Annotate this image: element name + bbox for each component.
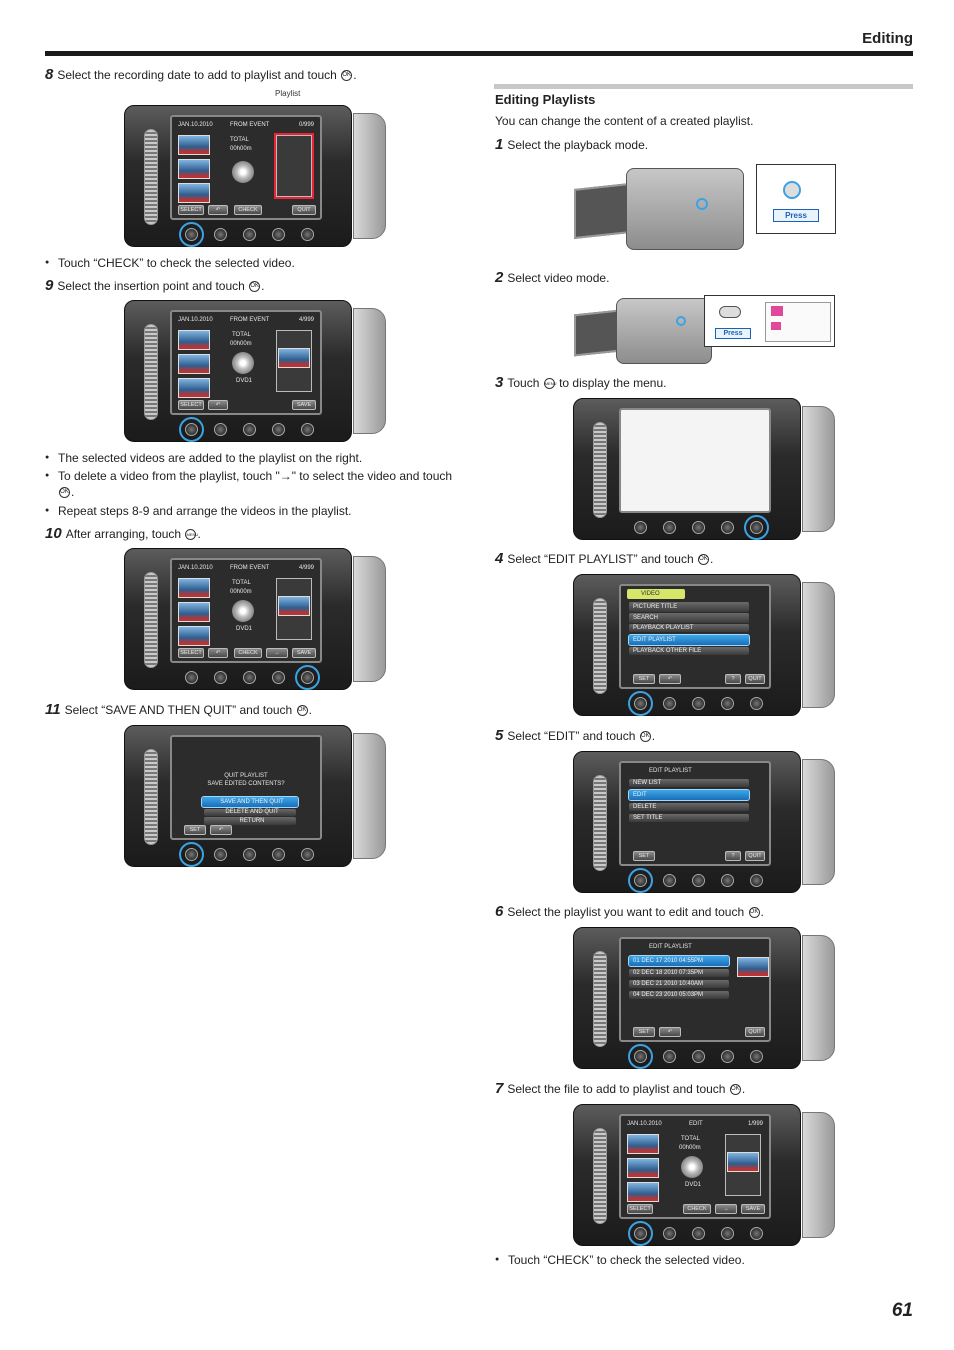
header-rule xyxy=(45,51,913,56)
video-mode-icon xyxy=(771,306,783,316)
callout-box: Press xyxy=(756,164,836,234)
check-button[interactable]: CHECK xyxy=(234,648,262,658)
select-button[interactable]: SELECT xyxy=(178,648,204,658)
camera-screen-step4: VIDEO PICTURE TITLE SEARCH PLAYBACK PLAY… xyxy=(573,574,835,716)
save-button[interactable]: SAVE xyxy=(292,400,316,410)
move-button[interactable]: → xyxy=(266,648,288,658)
section-heading: Editing Playlists xyxy=(495,92,596,107)
help-button[interactable]: ? xyxy=(725,674,741,684)
ok-icon: OK xyxy=(341,70,353,82)
save-button[interactable]: SAVE xyxy=(292,648,316,658)
ok-icon: OK xyxy=(698,554,709,566)
playlist-panel xyxy=(274,133,314,199)
menu-icon: MENU xyxy=(185,529,198,541)
save-button[interactable]: SAVE xyxy=(741,1204,765,1214)
set-button[interactable]: SET xyxy=(184,825,206,835)
select-button[interactable]: SELECT xyxy=(627,1204,653,1214)
playlist-item[interactable]: 04 DEC 23 2010 05:03PM xyxy=(629,991,729,999)
step9-bullet-1: The selected videos are added to the pla… xyxy=(45,450,458,466)
ok-icon: OK xyxy=(729,1084,741,1096)
video-mode-icon xyxy=(771,322,781,330)
menu-item[interactable]: SET TITLE xyxy=(629,814,749,822)
camera-screen-step11: QUIT PLAYLIST SAVE EDITED CONTENTS? SAVE… xyxy=(124,725,386,867)
step7-bullet: Touch “CHECK” to check the selected vide… xyxy=(495,1252,908,1268)
playlist-item[interactable]: 03 DEC 21 2010 10:40AM xyxy=(629,980,729,988)
check-button[interactable]: CHECK xyxy=(234,205,262,215)
camcorder-illustration-1: Press xyxy=(572,158,836,260)
menu-item[interactable]: PLAYBACK PLAYLIST xyxy=(629,624,749,632)
page-number: 61 xyxy=(891,1300,913,1321)
back-button[interactable]: ↶ xyxy=(208,205,228,215)
menu-item[interactable]: PLAYBACK OTHER FILE xyxy=(629,647,749,655)
move-button[interactable]: → xyxy=(715,1204,737,1214)
quit-button[interactable]: QUIT xyxy=(745,1027,765,1037)
quit-button[interactable]: QUIT xyxy=(745,674,765,684)
callout-box: Press xyxy=(704,295,835,347)
ok-icon: OK xyxy=(249,281,261,293)
set-button[interactable]: SET xyxy=(633,674,655,684)
set-button[interactable]: SET xyxy=(633,1027,655,1037)
edit-item[interactable]: EDIT xyxy=(628,789,750,801)
section-title: Editing xyxy=(862,30,913,47)
set-button[interactable]: SET xyxy=(633,851,655,861)
back-button[interactable]: ↶ xyxy=(210,825,232,835)
menu-item[interactable]: SEARCH xyxy=(629,613,749,623)
video-tab[interactable]: VIDEO xyxy=(627,589,685,599)
camera-screen-step3 xyxy=(573,398,835,540)
save-and-quit-option[interactable]: SAVE AND THEN QUIT xyxy=(201,796,299,808)
ok-icon: OK xyxy=(296,705,308,717)
ok-icon: OK xyxy=(748,907,760,919)
playlist-callout: Playlist xyxy=(275,89,301,98)
back-button[interactable]: ↶ xyxy=(208,648,228,658)
select-button[interactable]: SELECT xyxy=(178,400,204,410)
back-button[interactable]: ↶ xyxy=(659,1027,681,1037)
ok-icon: OK xyxy=(639,731,651,743)
ok-icon: OK xyxy=(59,487,70,499)
quit-button[interactable]: QUIT xyxy=(745,851,765,861)
menu-item[interactable]: DELETE xyxy=(629,803,749,811)
back-button[interactable]: ↶ xyxy=(208,400,228,410)
playback-icon xyxy=(783,181,801,199)
menu-item[interactable]: NEW LIST xyxy=(629,779,749,787)
menu-icon: MENU xyxy=(543,378,557,390)
section-rule xyxy=(494,84,913,89)
section-description: You can change the content of a created … xyxy=(495,114,754,128)
press-label: Press xyxy=(773,209,819,222)
menu-item[interactable]: PICTURE TITLE xyxy=(629,602,749,612)
help-button[interactable]: ? xyxy=(725,851,741,861)
scroll-slider xyxy=(144,129,158,225)
step9-bullet-3: Repeat steps 8-9 and arrange the videos … xyxy=(45,503,458,519)
mode-switch-icon xyxy=(719,306,741,318)
camcorder-illustration-2: Press xyxy=(572,292,836,370)
step8-bullet: Touch “CHECK” to check the selected vide… xyxy=(45,255,458,271)
camera-screen-step6: EDIT PLAYLIST 01 DEC 17 2010 04:55PM 02 … xyxy=(573,927,835,1069)
back-button[interactable]: ↶ xyxy=(659,674,681,684)
playlist-item[interactable]: 02 DEC 18 2010 07:35PM xyxy=(629,969,729,977)
camera-screen-step5: EDIT PLAYLIST NEW LIST EDIT DELETE SET T… xyxy=(573,751,835,893)
edit-playlist-item[interactable]: EDIT PLAYLIST xyxy=(628,634,750,646)
quit-button[interactable]: QUIT xyxy=(292,205,316,215)
playlist-item[interactable]: 01 DEC 17 2010 04:55PM xyxy=(628,955,730,967)
step9-bullet-2: To delete a video from the playlist, tou… xyxy=(45,468,458,500)
check-button[interactable]: CHECK xyxy=(683,1204,711,1214)
select-button[interactable]: SELECT xyxy=(178,205,204,215)
ok-button-highlight xyxy=(179,222,204,247)
